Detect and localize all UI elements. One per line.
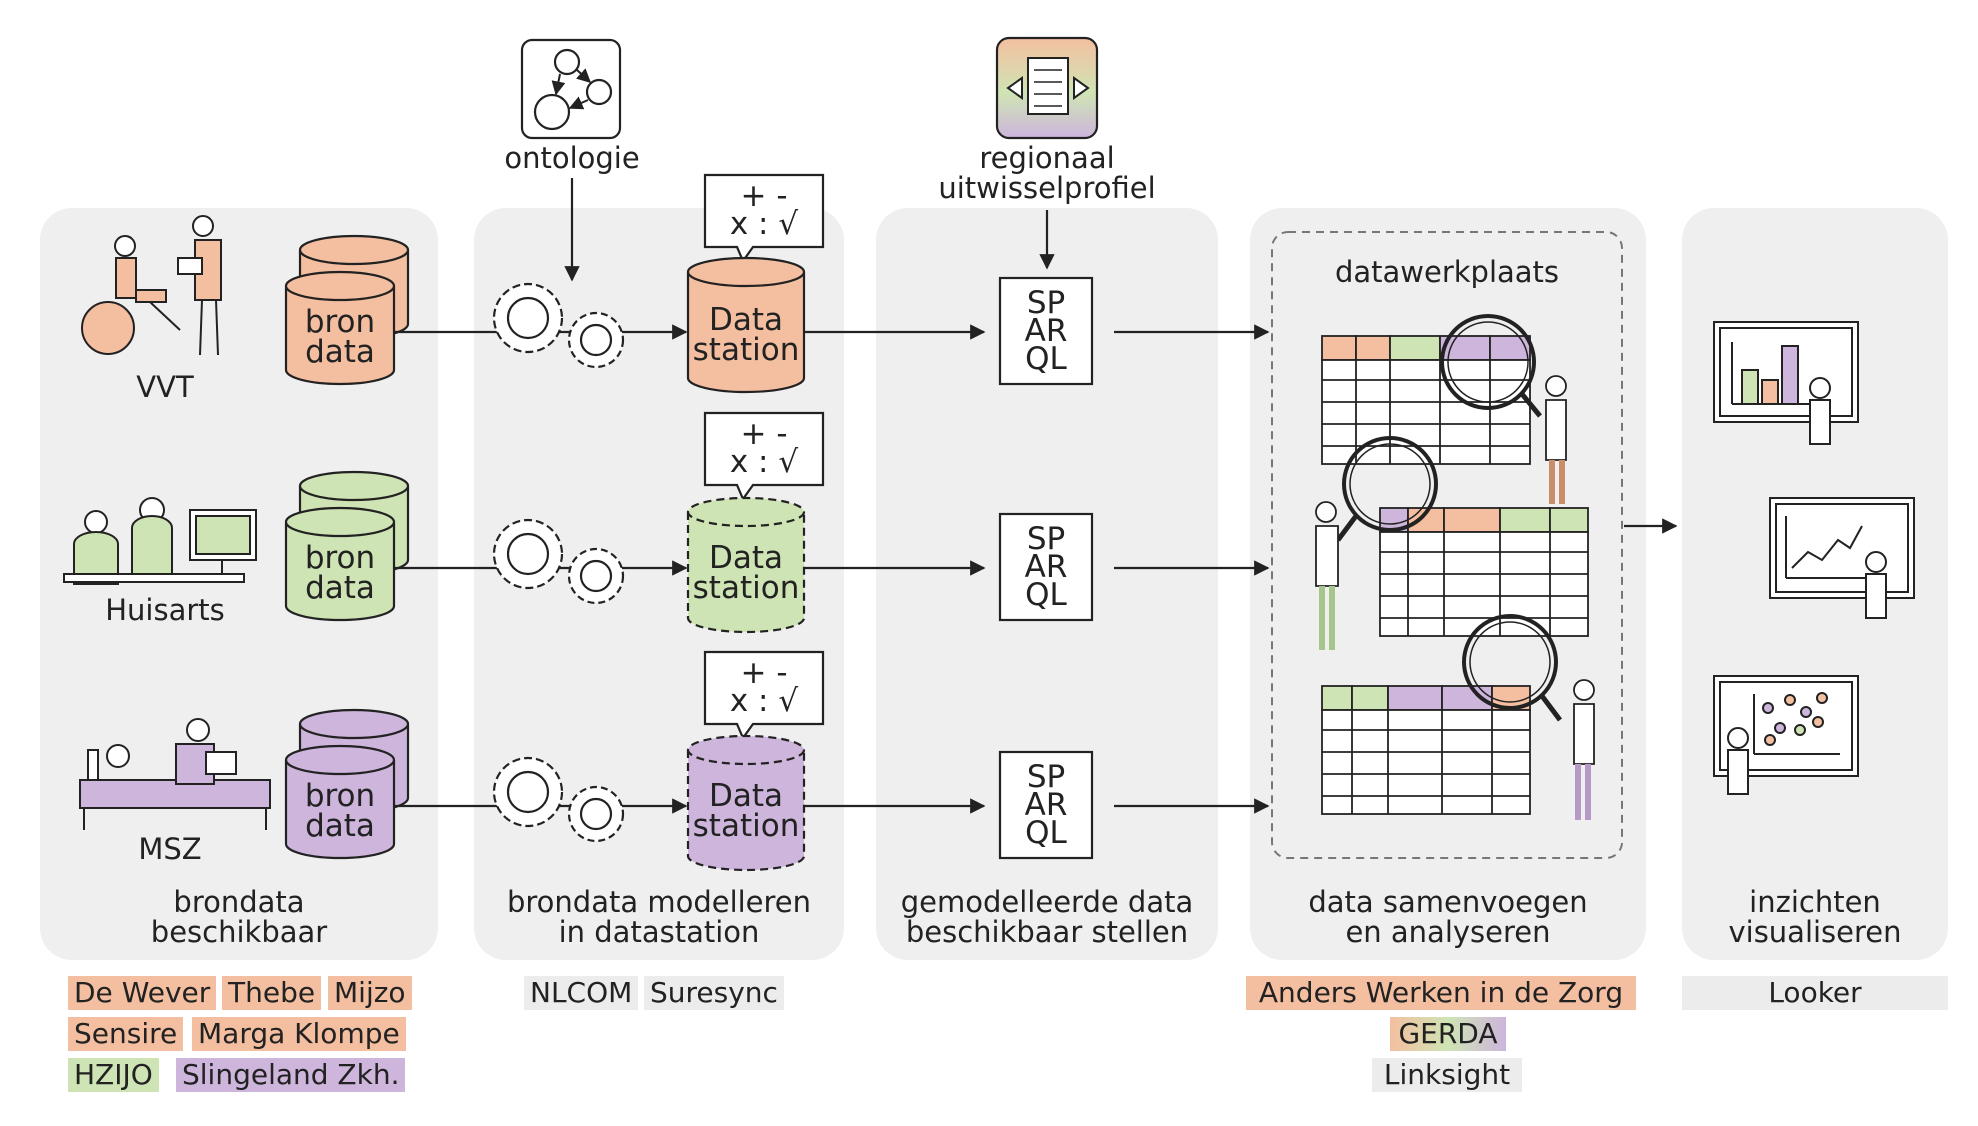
caption-samenvoegen-1: data samenvoegen xyxy=(1308,885,1587,919)
msz-station-line2: station xyxy=(693,808,800,844)
msz-ops-line1: + - xyxy=(740,655,787,691)
tool-chip: Linksight xyxy=(1372,1058,1522,1092)
huisarts-station-line2: station xyxy=(693,570,800,606)
tool-chip: Looker xyxy=(1682,976,1948,1010)
ontologie-label: ontologie xyxy=(504,141,639,175)
caption-beschikbaar-1: gemodelleerde data xyxy=(901,885,1194,919)
caption-visualiseren-1: inzichten xyxy=(1749,885,1881,919)
org-chip: De Wever xyxy=(68,976,217,1010)
org-chip: Marga Klompe xyxy=(192,1017,406,1051)
vvt-ops-line1: + - xyxy=(740,178,787,214)
huisarts-datastation-icon xyxy=(686,496,806,634)
huisarts-station-line1: Data xyxy=(709,540,783,576)
huisarts-sparql-box xyxy=(998,512,1094,622)
vvt-datastation-icon xyxy=(686,256,806,394)
vvt-sparql-box xyxy=(998,276,1094,386)
scatter-board-icon xyxy=(1713,675,1859,795)
msz-db-line2: data xyxy=(305,808,375,844)
huisarts-db-line2: data xyxy=(305,570,375,606)
huisarts-ops-line2: x : √ xyxy=(730,444,798,480)
analysis-table-2 xyxy=(1315,436,1589,650)
msz-datastation-icon xyxy=(686,734,806,872)
vvt-gears-icon xyxy=(492,282,625,369)
msz-ops-line2: x : √ xyxy=(730,683,798,719)
line-chart-board-icon xyxy=(1769,497,1915,619)
vvt-sparql-2: AR xyxy=(1025,313,1068,349)
vvt-ops-bubble xyxy=(703,173,825,264)
vvt-ops-line2: x : √ xyxy=(730,206,798,242)
msz-label: MSZ xyxy=(138,832,201,866)
msz-db-line1: bron xyxy=(305,778,375,814)
vvt-sparql-3: QL xyxy=(1025,341,1067,377)
vvt-station-line1: Data xyxy=(709,302,783,338)
bar-chart-board-icon xyxy=(1713,321,1859,445)
msz-sparql-box xyxy=(998,750,1094,860)
tool-chip: Suresync xyxy=(644,976,784,1010)
huisarts-doctor-icon xyxy=(63,497,257,585)
caption-visualiseren-2: visualiseren xyxy=(1728,915,1901,949)
tool-chip: NLCOM xyxy=(524,976,639,1010)
vvt-db-line2: data xyxy=(305,334,375,370)
msz-sparql-1: SP xyxy=(1027,759,1065,795)
org-chip: Slingeland Zkh. xyxy=(176,1058,406,1092)
org-chip: Sensire xyxy=(68,1017,184,1051)
caption-brondata-1: brondata xyxy=(173,885,304,919)
huisarts-label: Huisarts xyxy=(105,593,225,627)
analysis-table-3 xyxy=(1321,614,1595,820)
vvt-station-line2: station xyxy=(693,332,800,368)
vvt-bron-database-icon xyxy=(284,234,410,386)
row-vvt: bron data VVT + - x : √ Data station SP … xyxy=(81,173,1270,404)
vvt-sparql-1: SP xyxy=(1027,285,1065,321)
msz-ops-bubble xyxy=(703,650,825,741)
huisarts-sparql-1: SP xyxy=(1027,521,1065,557)
caption-modelleren-2: in datastation xyxy=(559,915,760,949)
profile-icon xyxy=(995,36,1099,140)
org-chip: HZIJO xyxy=(68,1058,159,1092)
vvt-db-line1: bron xyxy=(305,304,375,340)
regionaal-label-1: regionaal xyxy=(979,141,1114,175)
ontologie-icon xyxy=(520,38,622,140)
msz-sparql-3: QL xyxy=(1025,815,1067,851)
row-msz: bron data MSZ + - x : √ Data station SP … xyxy=(79,650,1270,872)
vvt-label: VVT xyxy=(136,370,194,404)
regionaal-label-2: uitwisselprofiel xyxy=(938,171,1155,205)
caption-modelleren-1: brondata modelleren xyxy=(507,885,811,919)
tool-chip: GERDA xyxy=(1390,1017,1506,1051)
caption-beschikbaar-2: beschikbaar stellen xyxy=(906,915,1188,949)
caption-brondata-2: beschikbaar xyxy=(151,915,327,949)
vvt-care-icon xyxy=(81,215,222,356)
huisarts-db-line1: bron xyxy=(305,540,375,576)
datawerkplaats-label: datawerkplaats xyxy=(1335,255,1559,289)
msz-bron-database-icon xyxy=(284,708,410,860)
analysis-table-1 xyxy=(1321,314,1567,504)
msz-sparql-2: AR xyxy=(1025,787,1068,823)
huisarts-bron-database-icon xyxy=(284,470,410,622)
org-chip: Mijzo xyxy=(328,976,412,1010)
msz-station-line1: Data xyxy=(709,778,783,814)
msz-hospital-bed-icon xyxy=(79,718,271,830)
tool-chip: Anders Werken in de Zorg xyxy=(1246,976,1636,1010)
huisarts-sparql-2: AR xyxy=(1025,549,1068,585)
huisarts-ops-bubble xyxy=(703,411,825,502)
org-chip: Thebe xyxy=(222,976,322,1010)
datawerkplaats-frame xyxy=(1271,231,1623,859)
caption-samenvoegen-2: en analyseren xyxy=(1345,915,1550,949)
huisarts-sparql-3: QL xyxy=(1025,577,1067,613)
row-huisarts: bron data Huisarts + - x : √ Data statio… xyxy=(63,411,1270,634)
msz-gears-icon xyxy=(492,756,625,843)
huisarts-gears-icon xyxy=(492,518,625,605)
huisarts-ops-line1: + - xyxy=(740,416,787,452)
